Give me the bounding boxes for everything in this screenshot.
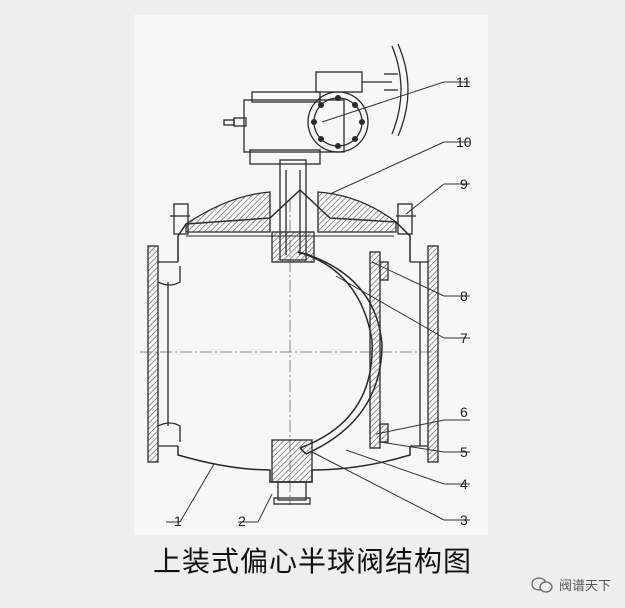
part-label-8: 8 (460, 288, 468, 304)
part-label-2: 2 (238, 513, 246, 529)
right-end-flange (410, 245, 439, 463)
part-label-3: 3 (460, 512, 468, 528)
part-label-10: 10 (456, 134, 472, 150)
part-label-5: 5 (460, 444, 468, 460)
part-label-11: 11 (456, 74, 471, 90)
chat-bubble-icon (531, 576, 553, 593)
leader-lines (166, 81, 470, 523)
diagram-caption: 上装式偏心半球阀结构图 (152, 545, 472, 578)
bottom-trunnion (271, 439, 313, 505)
part-label-6: 6 (460, 404, 468, 420)
part-label-9: 9 (460, 176, 468, 192)
part-label-7: 7 (460, 330, 468, 346)
bonnet (170, 191, 416, 235)
part-label-4: 4 (460, 476, 468, 492)
part-label-1: 1 (174, 513, 182, 529)
watermark: 阀谱天下 (531, 575, 611, 594)
valve-seat (369, 251, 389, 449)
stem (271, 159, 315, 263)
watermark-text: 阀谱天下 (558, 579, 611, 594)
part-labels: 1 2 3 4 5 6 7 8 9 10 11 (174, 74, 472, 529)
gear-operator (223, 43, 409, 165)
left-end-flange (147, 245, 181, 463)
